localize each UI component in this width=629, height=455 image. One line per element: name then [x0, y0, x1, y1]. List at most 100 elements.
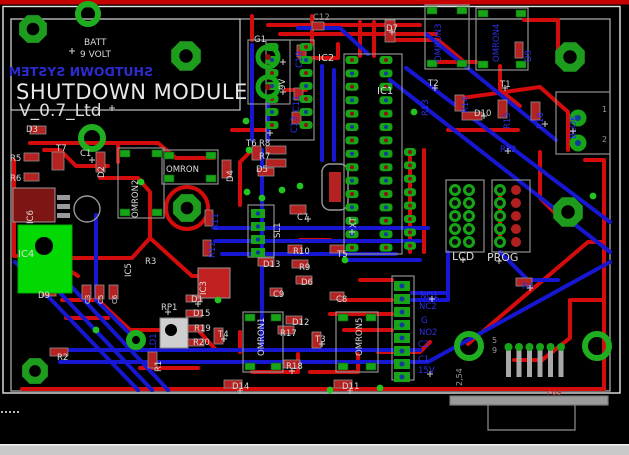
board-title: SHUTDOWN MODULE [16, 80, 248, 104]
origin-cross [389, 29, 395, 35]
ref-label-d3: D3 [26, 125, 38, 135]
origin-cross [69, 48, 75, 54]
ref-label-r2: R2 [57, 353, 68, 363]
battery-voltage-label: 9 VOLT [80, 50, 111, 60]
ref-label-prog: PROG [487, 251, 518, 264]
ref-label-2-54: 2,54 [455, 368, 464, 386]
ref-label-ic4: IC4 [18, 249, 34, 260]
pads-and-holes [19, 1, 612, 394]
ref-label-5: 5 [492, 336, 497, 345]
ref-label-r20: R20 [193, 338, 210, 348]
origin-cross [305, 216, 311, 222]
ref-label-d11: D11 [342, 382, 359, 392]
ref-label-ic2: IC2 [318, 53, 334, 64]
origin-cross [460, 257, 466, 263]
ref-label-sl1: SL1 [273, 222, 283, 238]
origin-cross [570, 128, 576, 134]
origin-cross [505, 148, 511, 154]
ref-label-c1: C1 [80, 149, 91, 159]
board-version: V_0.7_Ltd [19, 101, 102, 121]
battery-label: BATT [84, 38, 107, 48]
ref-label-ld1: LD1 [149, 333, 159, 350]
ref-label-no2: NO2 [419, 328, 437, 338]
ref-label-d12: D12 [292, 318, 309, 328]
ref-label-omron2: OMRON2 [131, 180, 141, 218]
origin-cross [349, 229, 355, 235]
ref-label-c12: C12 [313, 13, 330, 23]
window-frame [2, 5, 621, 394]
ref-label-15v: 15V [418, 366, 435, 376]
ref-label-r16: R16 [536, 112, 546, 129]
origin-cross [319, 341, 325, 347]
ref-label-c1: C1 [418, 355, 429, 365]
ref-label-t4: T4 [217, 330, 229, 340]
cursor-grid-dots [1, 411, 19, 413]
title-block-outline [10, 18, 241, 111]
ref-label-r11: R11 [211, 213, 221, 230]
ref-label-d5: D5 [256, 165, 268, 175]
ref-label-g: G [421, 316, 428, 326]
origin-cross [280, 89, 286, 95]
footprint-outlines [117, 4, 611, 431]
ref-label-ic6: IC6 [26, 210, 36, 224]
ref-label-c11: C11 [292, 95, 302, 112]
ref-label-t5: T5 [336, 250, 348, 260]
ref-label-r9: R9 [299, 263, 310, 273]
ref-label-d9: D9 [524, 50, 534, 62]
ref-label-ic3: IC3 [199, 281, 209, 295]
origin-cross [280, 59, 286, 65]
ref-label-f09: F09 [547, 388, 562, 397]
ref-label-d6: D6 [301, 278, 313, 288]
ref-label-omron1: OMRON1 [257, 318, 267, 356]
ref-label-no1: NO1 [420, 291, 438, 301]
origin-cross [289, 368, 295, 374]
ref-label-r6: R6 [10, 174, 21, 184]
ref-label-c3: C3 [84, 295, 92, 304]
ref-label-lcd: LCD [452, 250, 474, 263]
ref-label-r7: R7 [259, 152, 270, 162]
ref-label-c8: C8 [336, 295, 347, 305]
ref-label-r14: R14 [461, 96, 471, 113]
ref-label-c10: C10 [295, 51, 305, 68]
ref-label-nc2: NC2 [419, 302, 437, 312]
origin-cross [237, 388, 243, 394]
origin-cross [267, 130, 273, 136]
origin-cross [527, 285, 533, 291]
mirrored-bottom-silk-title: SHUTDOWN SYSTEM [9, 64, 153, 79]
ref-label-9v: 9V [278, 79, 288, 90]
bottom-status-strip[interactable] [0, 445, 629, 455]
ref-label-d10: D10 [474, 109, 491, 119]
bottom-strip-highlight [0, 444, 629, 446]
ref-label-xt: XT [349, 216, 359, 228]
ref-label-r13: R13 [421, 99, 431, 116]
origin-cross [165, 309, 171, 315]
ref-label-c7: C7 [297, 213, 308, 223]
ref-label-c5: C5 [97, 295, 105, 304]
origin-cross [427, 371, 433, 377]
ref-label-r1: R1 [154, 361, 164, 372]
ref-label-d9: D9 [38, 291, 50, 301]
ref-label-9: 9 [492, 346, 497, 355]
ref-label-r18: R18 [286, 362, 303, 372]
ref-label-t6: T6 [245, 139, 257, 149]
ref-label-omron4: OMRON4 [492, 24, 502, 62]
ref-label-d4: D4 [226, 170, 236, 182]
origin-cross [502, 85, 508, 91]
ref-label-c6: C6 [111, 294, 119, 304]
ref-label-c13: C13 [290, 116, 300, 133]
ref-label-r12: R12 [208, 241, 218, 258]
origin-cross [221, 336, 227, 342]
top-red-bar [0, 0, 629, 5]
ref-label-d2: D2 [97, 166, 107, 178]
origin-cross [195, 301, 201, 307]
ref-label-ic1: IC1 [377, 86, 393, 97]
ref-label-d14: D14 [232, 382, 249, 392]
origin-cross [347, 388, 353, 394]
ref-label-omron3: OMRON3 [434, 24, 444, 62]
ref-label-ic5: IC5 [124, 263, 134, 277]
ref-label-r3: R3 [145, 257, 156, 267]
origin-cross [109, 105, 115, 111]
